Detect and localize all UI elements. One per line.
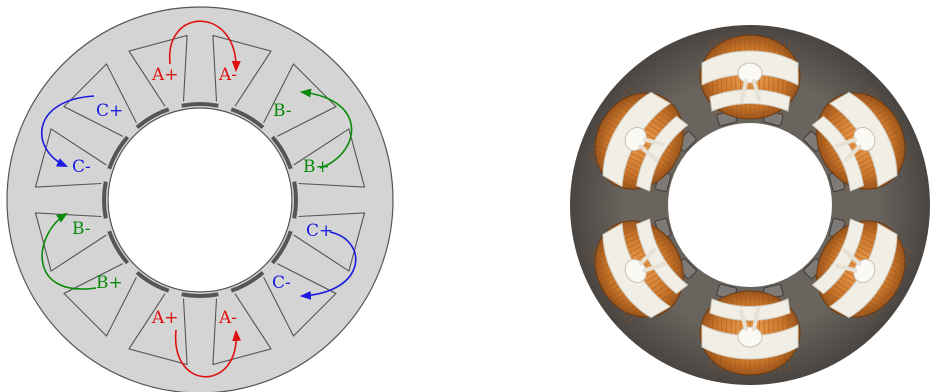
tape-tail	[739, 307, 760, 331]
coil-3	[809, 87, 914, 192]
label-c-minus-right: C-	[272, 273, 291, 293]
tooth-tip	[270, 230, 293, 265]
stator-slot	[263, 263, 337, 337]
tooth-tip	[102, 181, 108, 219]
label-a-plus-top: A+	[151, 65, 179, 85]
label-c-plus-left: C+	[96, 101, 123, 121]
tape-knot	[737, 62, 763, 84]
stator-slot	[263, 63, 337, 137]
coil-arrow-b-right	[299, 88, 353, 169]
insulation-tape	[709, 298, 791, 321]
phase-labels: A+ A- B- B+ C+ C- A+ A- B+ B- C- C+	[72, 65, 333, 328]
insulation-tape	[811, 115, 865, 192]
wound-coils	[586, 34, 914, 376]
tooth-tip	[270, 135, 293, 170]
tooth-tip	[181, 292, 219, 298]
stator-winding-diagram: A+ A- B- B+ C+ C- A+ A- B+ B- C- C+	[6, 6, 394, 392]
label-b-minus-left: B-	[72, 219, 91, 239]
label-c-plus-right: C+	[306, 221, 333, 241]
insulation-tape	[811, 218, 865, 295]
tape-tail	[740, 79, 761, 103]
tooth-tip	[107, 135, 130, 170]
stator-slot	[128, 293, 188, 366]
coil-2	[699, 34, 801, 120]
tape-tail	[835, 248, 862, 273]
stator-core	[6, 6, 394, 392]
tooth-tip	[292, 181, 298, 219]
label-a-minus-top: A-	[218, 65, 237, 85]
coil-arrow-a-top	[169, 20, 241, 73]
coil-1	[586, 87, 691, 192]
coil-4	[809, 218, 914, 323]
tooth-tip	[230, 107, 265, 130]
tooth-tip	[230, 270, 265, 293]
tooth-tip	[135, 270, 170, 293]
insulation-tape	[635, 115, 689, 192]
tooth-tip	[135, 107, 170, 130]
label-a-plus-bottom: A+	[151, 308, 179, 328]
coil-arrow-b-left	[41, 212, 97, 290]
tape-tail	[834, 137, 862, 162]
tape-tail	[638, 248, 666, 273]
coil-arrows	[41, 20, 357, 378]
insulation-tape	[635, 218, 689, 295]
stator-slot	[63, 63, 137, 137]
tooth-tip	[107, 230, 130, 265]
wound-stator-photo	[570, 25, 930, 385]
stator-slot	[212, 293, 272, 366]
label-b-plus-left: B+	[96, 273, 123, 293]
tooth-tip	[181, 102, 219, 108]
coil-arrow-c-left	[41, 95, 95, 167]
label-b-minus-right: B-	[273, 101, 292, 121]
coil-6	[586, 218, 691, 323]
stator-slot	[34, 128, 107, 188]
coil-arrow-a-bottom	[175, 329, 242, 378]
tape-tail	[638, 137, 665, 162]
stator-slot	[293, 128, 366, 188]
label-c-minus-left: C-	[72, 157, 91, 177]
label-a-minus-bottom: A-	[218, 308, 237, 328]
stator-annulus	[6, 6, 394, 392]
stator-slot	[212, 34, 272, 107]
stator-slot	[34, 212, 107, 272]
insulation-tape	[709, 89, 791, 112]
bore-hole	[668, 123, 832, 287]
tape-knot	[737, 326, 763, 348]
stator-slot	[293, 212, 366, 272]
label-b-plus-right: B+	[303, 157, 330, 177]
stator-slot	[128, 34, 188, 107]
coil-5	[699, 290, 801, 376]
coil-arrow-c-right	[299, 231, 357, 300]
stator-slot	[63, 263, 137, 337]
